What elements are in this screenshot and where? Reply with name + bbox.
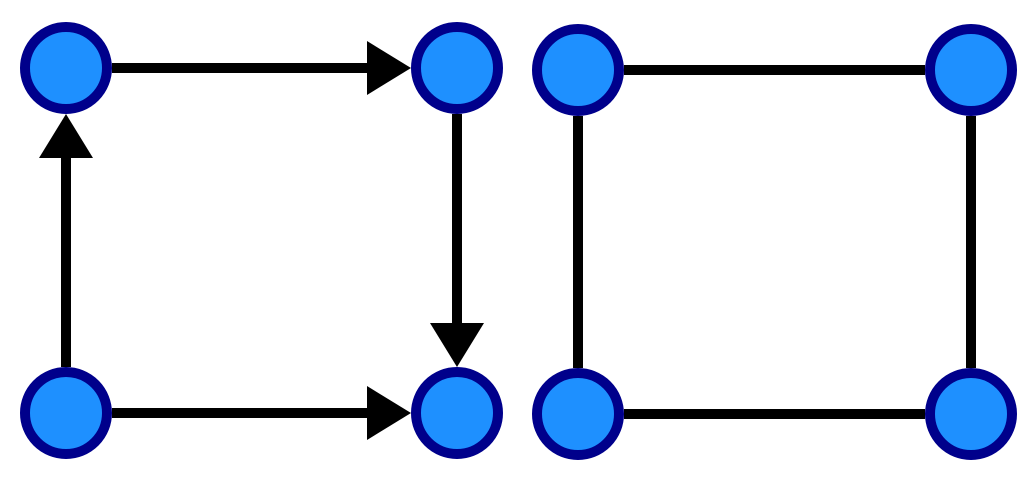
edge-arrowhead-icon (367, 41, 411, 95)
edge-arrowhead-icon (367, 386, 411, 440)
directed-square-graph (20, 22, 503, 459)
edge-arrowhead-icon (430, 323, 484, 367)
edge-arrowhead-icon (39, 114, 93, 158)
graph-node-bottom-left (532, 368, 624, 460)
graph-node-top-left (532, 24, 624, 116)
undirected-square-graph (532, 24, 1017, 460)
graph-node-bottom-right (411, 367, 503, 459)
graph-node-bottom-right (925, 368, 1017, 460)
graph-node-top-right (411, 22, 503, 114)
graph-node-bottom-left (20, 367, 112, 459)
graph-node-top-left (20, 22, 112, 114)
graph-node-top-right (925, 24, 1017, 116)
